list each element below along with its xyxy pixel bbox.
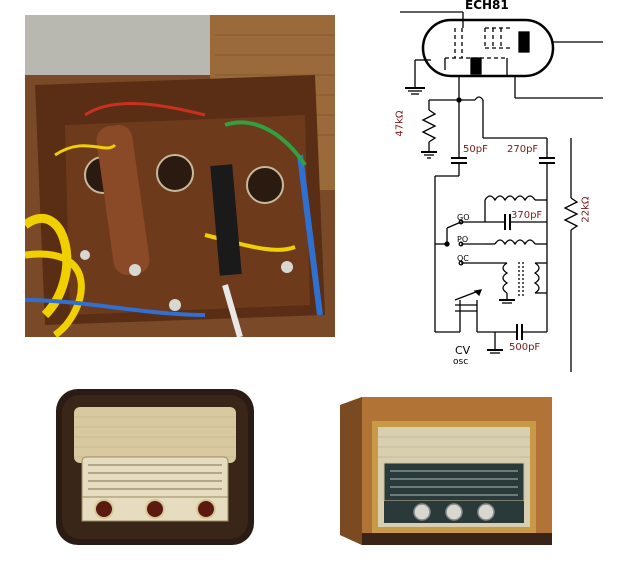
triode-plate (470, 57, 482, 75)
switch-go-label: GO (457, 213, 470, 222)
switch-oc-label: OC (457, 254, 469, 263)
r-grid-label: 47kΩ (394, 110, 406, 137)
c-padding-label: 500pF (509, 342, 541, 353)
hexode-plate (518, 31, 530, 53)
c-coupling-label: 50pF (463, 144, 488, 155)
tube-label: ECH81 (465, 0, 509, 12)
r-plate-label: 22kΩ (580, 196, 592, 223)
c-go-label: 370pF (511, 210, 543, 221)
cv-label: CV (455, 344, 471, 357)
osc-label: osc (453, 357, 469, 367)
c-feedback-label: 270pF (507, 144, 539, 155)
bakelite-radio-photo (52, 385, 258, 550)
wood-radio-photo (336, 395, 556, 555)
switch-po-label: PO (457, 235, 469, 244)
tube-envelope (421, 18, 555, 78)
chassis-photo (22, 15, 335, 338)
oscillator-schematic: ECH81 47kΩ 50pF 270pF 370pF 22kΩ 500pF G… (395, 0, 624, 372)
